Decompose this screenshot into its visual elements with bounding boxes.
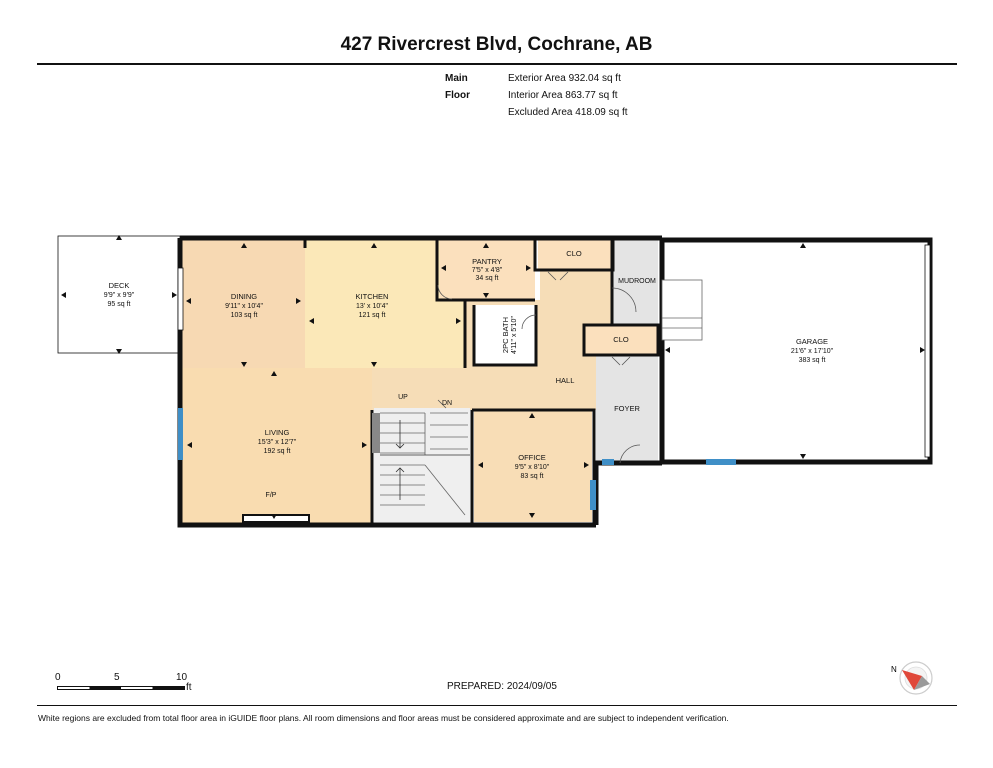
closet-fill-upper bbox=[538, 240, 613, 270]
closet-fill-lower bbox=[586, 325, 658, 355]
scale-label-0: 0 bbox=[55, 672, 61, 683]
living-fill bbox=[182, 368, 372, 523]
mudroom-fill bbox=[612, 240, 658, 325]
excluded-area: Excluded Area 418.09 sq ft bbox=[508, 107, 628, 118]
office-fill bbox=[474, 410, 592, 522]
hall-fill-corner bbox=[540, 270, 615, 330]
stairs-down-label: DN bbox=[442, 400, 452, 407]
compass: N bbox=[891, 661, 933, 695]
pantry-dims: 7'5" x 4'8" bbox=[472, 267, 503, 274]
closet-upper-label: CLO bbox=[566, 249, 582, 258]
deck-area: 95 sq ft bbox=[108, 301, 131, 308]
garage-steps bbox=[661, 279, 703, 341]
deck-label: DECK bbox=[109, 281, 130, 290]
exterior-area: Exterior Area 932.04 sq ft bbox=[508, 73, 621, 84]
scale-bar: 0 5 10 ft bbox=[55, 672, 200, 702]
compass-north-label: N bbox=[891, 665, 897, 674]
garage-door bbox=[924, 244, 931, 458]
deck-outline bbox=[57, 235, 181, 354]
pantry-area: 34 sq ft bbox=[476, 275, 499, 282]
dimension-arrows bbox=[61, 235, 925, 519]
hall-fill-lower bbox=[372, 368, 612, 410]
mudroom-label: MUDROOM bbox=[618, 278, 656, 285]
scale-bar-graphic bbox=[57, 686, 185, 690]
kitchen-dims: 13' x 10'4" bbox=[356, 303, 389, 310]
disclaimer-text: White regions are excluded from total fl… bbox=[38, 713, 729, 723]
door-swings bbox=[437, 271, 641, 464]
header-divider bbox=[37, 63, 957, 65]
plan-title: 427 Rivercrest Blvd, Cochrane, AB bbox=[340, 34, 653, 55]
fireplace bbox=[242, 514, 310, 523]
pantry-label: PANTRY bbox=[472, 257, 502, 266]
deck-door bbox=[177, 267, 184, 331]
staircase bbox=[372, 412, 470, 516]
scale-label-10: 10 bbox=[176, 672, 188, 683]
bath-fill bbox=[474, 305, 536, 365]
prepared-date: PREPARED: 2024/09/05 bbox=[447, 681, 557, 692]
bath-label: 2PC BATH bbox=[501, 317, 510, 353]
fireplace-label: F/P bbox=[266, 492, 277, 499]
closet-lower-label: CLO bbox=[613, 335, 629, 344]
living-label: LIVING bbox=[265, 428, 290, 437]
bath-dims: 4'11" x 5'10" bbox=[511, 316, 518, 354]
garage-area: 383 sq ft bbox=[799, 357, 826, 364]
dining-label: DINING bbox=[231, 292, 257, 301]
dining-fill bbox=[182, 240, 305, 370]
office-dims: 9'5" x 8'10" bbox=[515, 464, 550, 471]
garage-label: GARAGE bbox=[796, 337, 828, 346]
scale-label-5: 5 bbox=[114, 672, 120, 683]
footer-divider bbox=[37, 705, 957, 706]
interior-area: Interior Area 863.77 sq ft bbox=[508, 90, 618, 101]
windows bbox=[178, 408, 736, 510]
pantry-fill bbox=[440, 240, 535, 300]
exterior-walls bbox=[177, 235, 665, 528]
living-area: 192 sq ft bbox=[264, 448, 291, 455]
kitchen-area: 121 sq ft bbox=[359, 312, 386, 319]
foyer-label: FOYER bbox=[614, 404, 640, 413]
dining-dims: 9'11" x 10'4" bbox=[225, 303, 263, 310]
living-dims: 15'3" x 12'7" bbox=[258, 439, 297, 446]
deck-dims: 9'9" x 9'9" bbox=[104, 292, 135, 299]
scale-unit: ft bbox=[186, 682, 192, 693]
foyer-fill bbox=[596, 355, 658, 463]
dining-area: 103 sq ft bbox=[231, 312, 258, 319]
stairs-up-label: UP bbox=[398, 394, 408, 401]
office-label: OFFICE bbox=[518, 453, 546, 462]
garage-dims: 21'6" x 17'10" bbox=[791, 348, 834, 355]
garage-fill bbox=[662, 240, 930, 462]
interior-walls bbox=[303, 238, 660, 523]
compass-needle-icon bbox=[902, 670, 922, 690]
floor-label: Main Floor bbox=[445, 73, 470, 101]
office-area: 83 sq ft bbox=[521, 473, 544, 480]
kitchen-label: KITCHEN bbox=[356, 292, 389, 301]
hall-label: HALL bbox=[556, 376, 575, 385]
